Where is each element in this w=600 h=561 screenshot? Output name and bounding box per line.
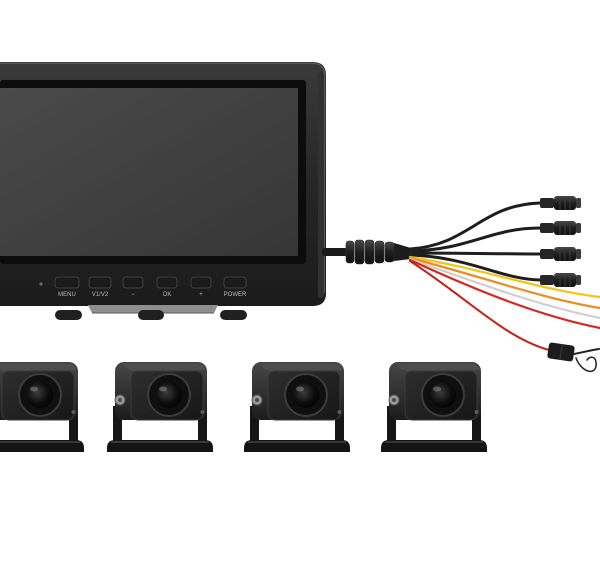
monitor-button-row: MENU V1/V2 − OK + POWER (54, 276, 247, 298)
fuse-holder-seam (559, 344, 563, 360)
monitor-foot-right (220, 310, 247, 320)
video-plug-4 (539, 272, 582, 288)
harness-connector (345, 239, 411, 265)
v1v2-button-key (88, 276, 112, 289)
connector-ring-4 (374, 240, 385, 264)
red-wire (408, 258, 600, 330)
ok-button: OK (156, 276, 178, 298)
monitor-foot-middle (138, 310, 164, 320)
fuse-wire (409, 260, 550, 351)
v1v2-button: V1/V2 (88, 276, 112, 298)
connector-ring-5 (384, 241, 395, 263)
video-plug-1 (539, 195, 582, 211)
power-button-key (223, 276, 247, 289)
wire-bundle (408, 201, 600, 351)
connector-ring-2 (354, 239, 365, 265)
minus-button: − (122, 276, 144, 298)
monitor-stand (55, 305, 247, 320)
fuse-loop-wire (575, 356, 597, 373)
minus-button-key (122, 276, 144, 289)
camera-4 (380, 361, 488, 453)
yellow-wire (408, 255, 600, 299)
fuse-output-wire (573, 348, 600, 355)
plus-button-key (190, 276, 212, 289)
monitor-foot-left (55, 310, 82, 320)
video-cable-2 (408, 226, 542, 253)
power-button: POWER (223, 276, 247, 298)
camera-1 (0, 361, 85, 453)
connector-ring-3 (364, 239, 375, 265)
orange-wire (408, 256, 600, 310)
minus-button-label: − (131, 292, 135, 298)
plus-button: + (190, 276, 212, 298)
monitor: MENU V1/V2 − OK + POWER (0, 62, 326, 320)
cable-harness (322, 195, 600, 373)
video-plug-3 (539, 246, 582, 262)
monitor-screen (0, 88, 298, 256)
power-button-label: POWER (224, 292, 247, 298)
video-cable-1 (408, 201, 542, 251)
connector-ring-1 (345, 240, 355, 264)
monitor-side-edge (318, 72, 324, 298)
video-cable-4 (408, 253, 542, 282)
plus-button-label: + (199, 292, 203, 298)
ok-button-label: OK (163, 292, 172, 298)
menu-button-label: MENU (58, 292, 76, 298)
camera-2 (106, 361, 214, 453)
connector-taper (394, 243, 411, 261)
ok-button-key (156, 276, 178, 289)
main-cable (322, 248, 348, 256)
menu-button: MENU (54, 276, 80, 298)
white-wire (408, 257, 600, 320)
monitor-bezel-highlight (0, 63, 325, 293)
fuse-holder (547, 342, 575, 362)
monitor-led-indicator (39, 282, 43, 286)
v1v2-button-label: V1/V2 (92, 292, 109, 298)
camera-3 (243, 361, 351, 453)
monitor-stand-bracket (88, 305, 218, 313)
menu-button-key (54, 276, 80, 289)
video-cable-3 (408, 251, 542, 256)
video-plug-2 (539, 220, 582, 236)
camera-row (0, 361, 488, 453)
